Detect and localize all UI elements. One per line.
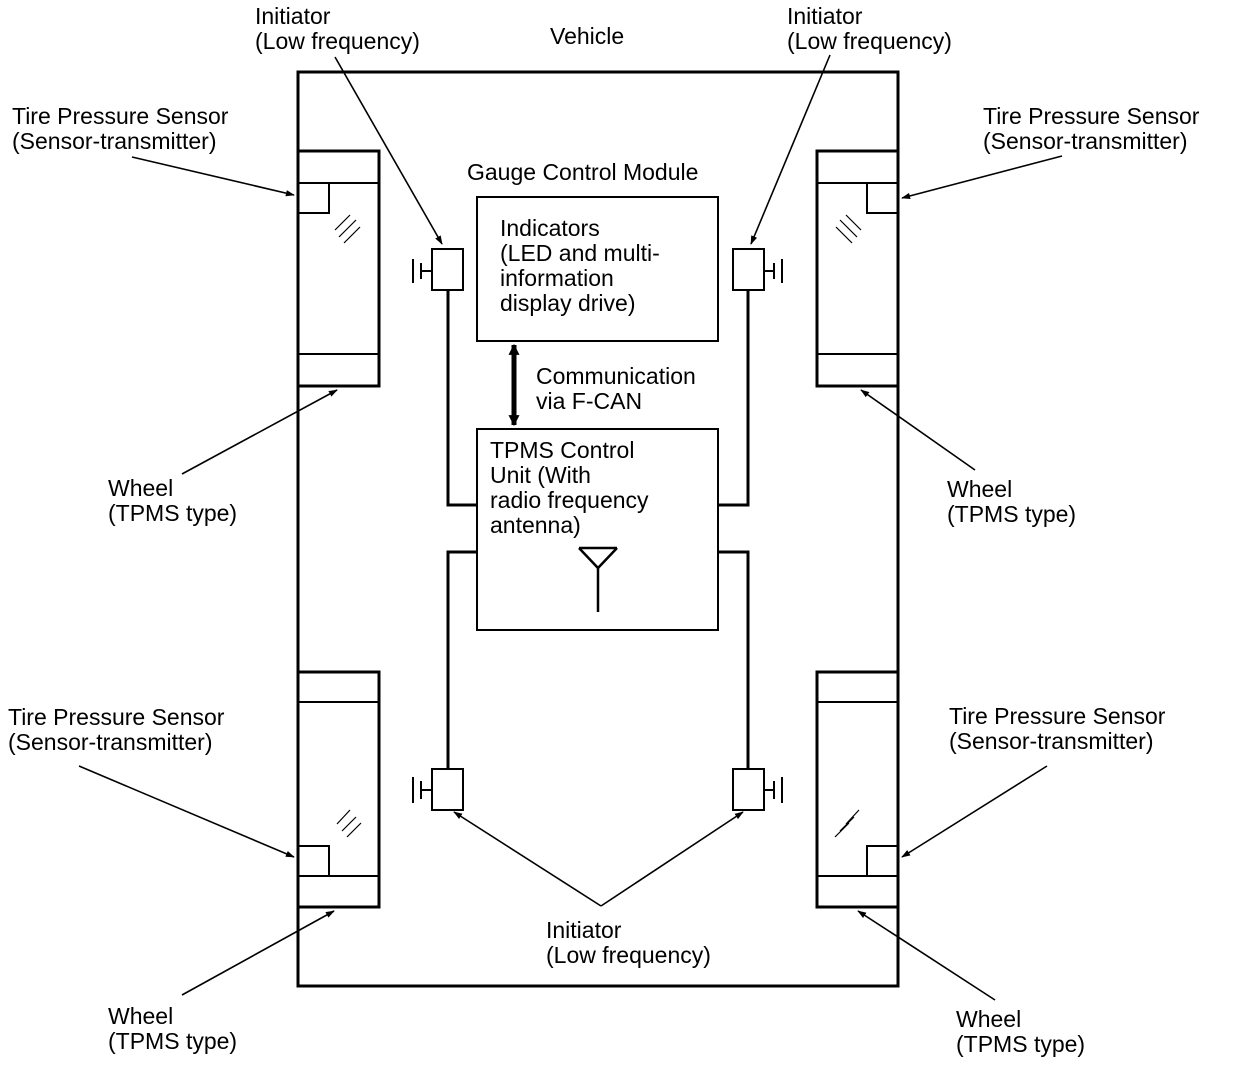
wheel-rear-left: [296, 670, 381, 909]
tire-pressure-sensor-front-left: [297, 182, 330, 214]
leader-initiator-top-right: [750, 54, 831, 245]
initiator-rear-left: [412, 768, 464, 811]
communication-label: Communication via F-CAN: [536, 363, 696, 414]
leader-sensor-bottom-right: [901, 765, 1048, 858]
tire-pressure-sensor-front-right: [866, 182, 899, 214]
wheel-label-bottom-left: Wheel (TPMS type): [108, 1003, 238, 1054]
initiator-label-top-right: Initiator (Low frequency): [787, 3, 952, 54]
initiator-label-bottom: Initiator (Low frequency): [546, 917, 711, 968]
initiator-wiring: [446, 290, 750, 769]
leader-wheel-bottom-left: [181, 910, 335, 996]
initiator-front-right: [732, 248, 783, 291]
tire-pressure-sensor-rear-right: [866, 845, 899, 877]
gauge-control-module-title: Gauge Control Module: [467, 159, 699, 185]
tire-pressure-sensor-label-top-left: Tire Pressure Sensor (Sensor-transmitter…: [12, 103, 229, 154]
wheel-label-top-right: Wheel (TPMS type): [947, 476, 1077, 527]
leader-sensor-bottom-left: [78, 765, 295, 858]
tpms-control-unit-text: TPMS Control Unit (With radio frequency …: [490, 437, 649, 538]
wheel-front-right: [815, 149, 900, 388]
initiator-front-left: [412, 248, 464, 291]
leader-sensor-top-right: [901, 155, 1063, 199]
leader-wheel-top-right: [860, 389, 976, 471]
tpms-control-unit-box: [476, 428, 719, 631]
leader-initiator-bottom-left: [453, 811, 602, 907]
gauge-control-module-box: [476, 196, 719, 342]
radio-antenna-icon: [578, 546, 618, 612]
wheel-label-bottom-right: Wheel (TPMS type): [956, 1006, 1086, 1057]
leader-initiator-top-left: [334, 56, 443, 245]
tire-pressure-sensor-label-bottom-left: Tire Pressure Sensor (Sensor-transmitter…: [8, 704, 225, 755]
vehicle-label: Vehicle: [550, 23, 625, 49]
leader-wheel-bottom-right: [857, 910, 996, 1001]
initiator-rear-right: [732, 768, 783, 811]
leader-sensor-top-left: [131, 156, 295, 197]
tire-pressure-sensor-label-bottom-right: Tire Pressure Sensor (Sensor-transmitter…: [949, 703, 1166, 754]
wheel-label-top-left: Wheel (TPMS type): [108, 475, 238, 526]
tire-pressure-sensor-label-top-right: Tire Pressure Sensor (Sensor-transmitter…: [983, 103, 1200, 154]
wheel-front-left: [296, 149, 381, 388]
leader-initiator-bottom-right: [600, 811, 744, 907]
gauge-control-module-text: Indicators (LED and multi- information d…: [500, 215, 660, 316]
vehicle-body-outline: [296, 70, 900, 988]
initiator-label-top-left: Initiator (Low frequency): [255, 3, 420, 54]
leader-wheel-top-left: [181, 389, 338, 475]
tire-pressure-sensor-rear-left: [297, 845, 330, 877]
wheel-rear-right: [815, 670, 900, 909]
